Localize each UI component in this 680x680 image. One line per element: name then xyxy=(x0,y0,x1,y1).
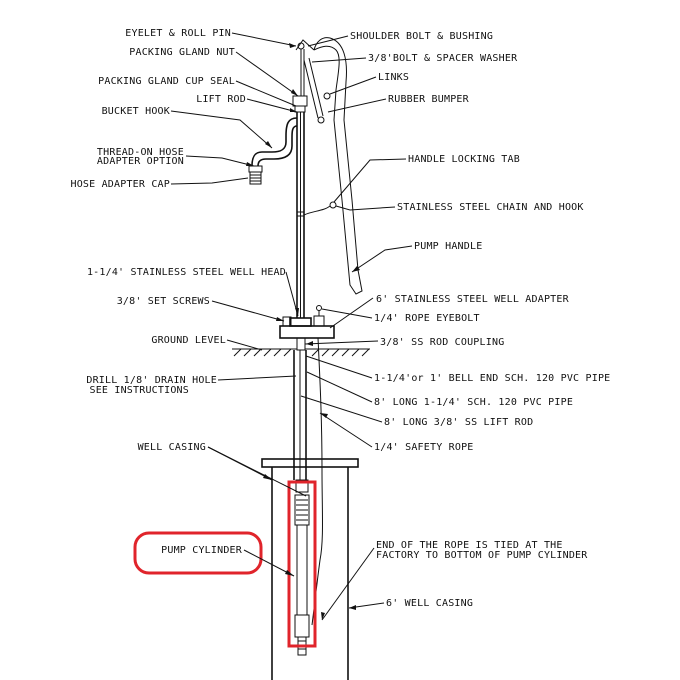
label-well-head: 1-1/4' STAINLESS STEEL WELL HEAD xyxy=(87,267,286,278)
label-bucket-hook: BUCKET HOOK xyxy=(102,106,170,117)
label-long-pipe: 8' LONG 1-1/4' SCH. 120 PVC PIPE xyxy=(374,397,573,408)
label-rope-end-line1: END OF THE ROPE IS TIED AT THE xyxy=(376,540,563,551)
label-drain-line1: DRILL 1/8' DRAIN HOLE xyxy=(86,375,217,386)
label-pump-handle: PUMP HANDLE xyxy=(414,241,482,252)
pump-cylinder-highlight-box xyxy=(287,480,317,648)
label-links: LINKS xyxy=(378,72,409,83)
label-lift-rod: LIFT ROD xyxy=(196,94,246,105)
label-shoulder-bolt: SHOULDER BOLT & BUSHING xyxy=(350,31,493,42)
leader-lines xyxy=(170,32,413,621)
label-packing-nut: PACKING GLAND NUT xyxy=(129,47,235,58)
label-well-casing: WELL CASING xyxy=(138,442,206,453)
label-hose-cap: HOSE ADAPTER CAP xyxy=(70,179,170,190)
label-hose-adapter-line2: ADAPTER OPTION xyxy=(97,156,184,167)
pump-cylinder-label-highlight xyxy=(133,531,263,575)
label-long-rod: 8' LONG 3/8' SS LIFT ROD xyxy=(384,417,533,428)
label-drain-line2: SEE INSTRUCTIONS xyxy=(89,385,189,396)
label-set-screws: 3/8' SET SCREWS xyxy=(117,296,210,307)
label-well-adapter: 6' STAINLESS STEEL WELL ADAPTER xyxy=(376,294,570,305)
label-rod-coupling: 3/8' SS ROD COUPLING xyxy=(380,337,504,348)
labels: EYELET & ROLL PIN SHOULDER BOLT & BUSHIN… xyxy=(70,28,610,609)
label-ground-level: GROUND LEVEL xyxy=(151,335,226,346)
label-rubber-bumper: RUBBER BUMPER xyxy=(388,94,470,105)
label-cup-seal: PACKING GLAND CUP SEAL xyxy=(98,76,235,87)
label-pump-cylinder: PUMP CYLINDER xyxy=(161,545,243,556)
label-bolt-washer: 3/8'BOLT & SPACER WASHER xyxy=(368,53,518,64)
label-eyelet: EYELET & ROLL PIN xyxy=(125,28,231,39)
label-safety-rope: 1/4' SAFETY ROPE xyxy=(374,442,474,453)
label-handle-tab: HANDLE LOCKING TAB xyxy=(408,154,520,165)
label-hose-adapter-line1: THREAD-ON HOSE xyxy=(97,147,184,158)
label-casing-6: 6' WELL CASING xyxy=(386,598,473,609)
label-rope-end-line2: FACTORY TO BOTTOM OF PUMP CYLINDER xyxy=(376,550,588,561)
label-chain-hook: STAINLESS STEEL CHAIN AND HOOK xyxy=(397,202,584,213)
label-bell-pipe: 1-1/4'or 1' BELL END SCH. 120 PVC PIPE xyxy=(374,373,610,384)
pump-structure xyxy=(232,37,370,680)
label-rope-eyebolt: 1/4' ROPE EYEBOLT xyxy=(374,313,480,324)
arrow-heads xyxy=(246,43,360,620)
